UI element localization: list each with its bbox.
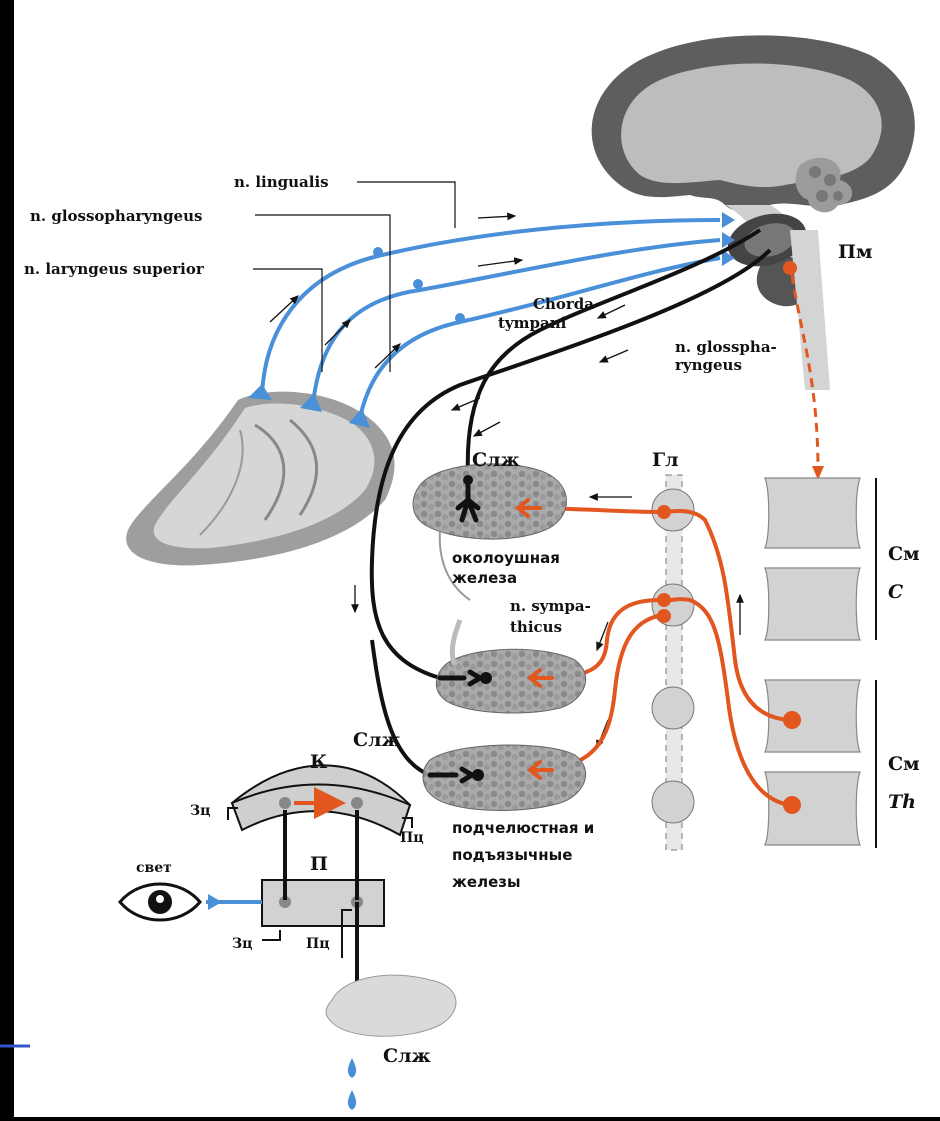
label-pm: Пм [838,241,872,263]
label-c: C [888,581,903,603]
label-sm-c: См [888,543,920,565]
label-zc-top: Зц [190,803,210,819]
label-n-laryngeus-superior: n. laryngeus superior [24,260,205,278]
label-submandibular: подчелюстная и [452,819,594,837]
label-p: П [310,853,328,875]
label-k: К [310,751,328,773]
label-gl: Гл [652,449,679,471]
label-parotid: околоушная [452,549,560,567]
label-n-glossopharyngeus: n. glossopharyngeus [30,207,202,225]
label-sympa: n. sympa- [510,597,591,615]
label-sm-th: См [888,753,920,775]
label-ryngeus: ryngeus [675,356,742,374]
label-slzh-top: Слж [472,449,520,471]
label-slzh-mid: Слж [353,729,401,751]
afferent-arrowheads [722,212,735,266]
label-parotid-2: железа [452,569,517,587]
label-tympani: tympani [498,314,567,332]
label-zc-bottom: Зц [232,936,252,952]
label-th: Th [888,791,916,813]
label-slzh-bottom: Слж [383,1045,431,1067]
label-glands: железы [452,873,521,891]
label-sublingual: подъязычные [452,846,572,864]
label-pc-top: Пц [400,830,424,846]
label-pc-bottom: Пц [306,936,330,952]
label-n-lingualis: n. lingualis [234,173,329,191]
sublingual-gland [423,745,586,810]
label-glosspha: n. glosspha- [675,338,777,356]
label-svet: свет [136,860,172,876]
label-chorda: Chorda [533,295,594,313]
label-thicus: thicus [510,618,562,636]
